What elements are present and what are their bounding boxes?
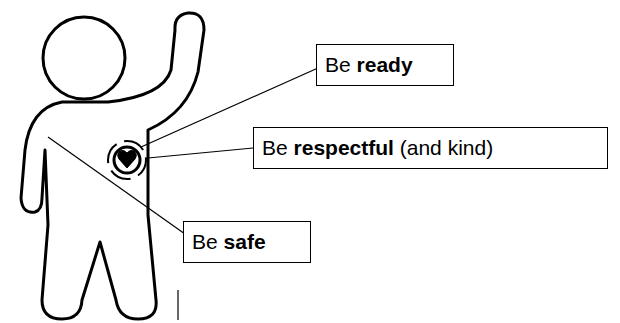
emphasis-word: ready <box>357 53 413 76</box>
word: kind) <box>448 136 494 159</box>
word: (and <box>400 136 442 159</box>
figure-body <box>21 13 204 319</box>
rule-text: Be respectful (and kind) <box>262 136 493 160</box>
word: Be <box>192 230 218 253</box>
emphasis-word: respectful <box>294 136 394 159</box>
leader-line <box>148 148 253 158</box>
rule-box: Be respectful (and kind) <box>253 127 608 169</box>
rule-text: Be ready <box>325 53 413 77</box>
heart-target-symbol <box>108 141 146 179</box>
stray-mark <box>177 290 178 320</box>
word: Be <box>262 136 288 159</box>
rule-box: Be safe <box>183 221 311 263</box>
word: Be <box>325 53 351 76</box>
rule-text: Be safe <box>192 230 266 254</box>
figure-head <box>43 17 125 99</box>
rule-box: Be ready <box>316 44 454 86</box>
emphasis-word: safe <box>224 230 266 253</box>
leader-line <box>48 137 185 234</box>
